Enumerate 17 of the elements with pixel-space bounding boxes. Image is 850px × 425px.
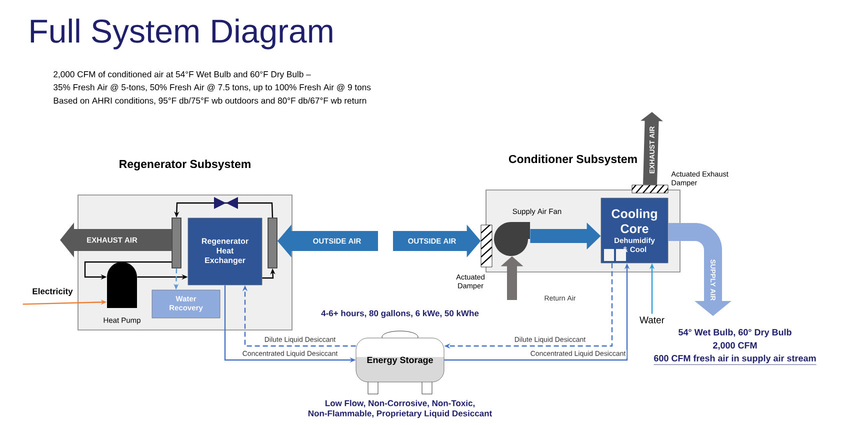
input-text: Water — [640, 316, 664, 324]
title: Full System Diagram — [30, 18, 332, 50]
coil-bar — [172, 218, 182, 268]
storage-tank-drawing: Energy Storage — [356, 330, 444, 394]
input-text: Electricity — [32, 288, 73, 296]
heat-exchanger-box: Regenerator Heat Exchanger — [188, 218, 262, 286]
note-text: 54° Wet Bulb, 60° Dry Bulb — [678, 328, 792, 338]
coil-bar — [268, 218, 278, 268]
capacity-text: 4-6+ hours, 80 gallons, 6 kWe, 50 kWhe — [321, 310, 479, 318]
node-label: Regenerator Subsystem — [120, 160, 250, 170]
note-text: 2,000 CFM of conditioned air at 54°F Wet Bulb and 60°F Dry Bulb – — [54, 71, 311, 79]
fluid-text: Low Flow, Non-Corrosive, Non-Toxic, Non-Flammable, Proprietary Liquid Desiccant — [308, 400, 492, 418]
note-text: 35% Fresh Air @ 5-tons, 50% Fresh Air @ 7.5 tons, up to 100% Fresh Air @ 9 tons — [54, 84, 371, 92]
note-text: Based on AHRI conditions, 95°F db/75°F wb outdoors and 80°F db/67°F wb return — [54, 97, 366, 105]
node-label: Conditioner Subsystem — [508, 154, 637, 166]
note-text: 2,000 CFM — [713, 342, 757, 350]
note-text: 600 CFM fresh air in supply air stream — [654, 354, 816, 365]
